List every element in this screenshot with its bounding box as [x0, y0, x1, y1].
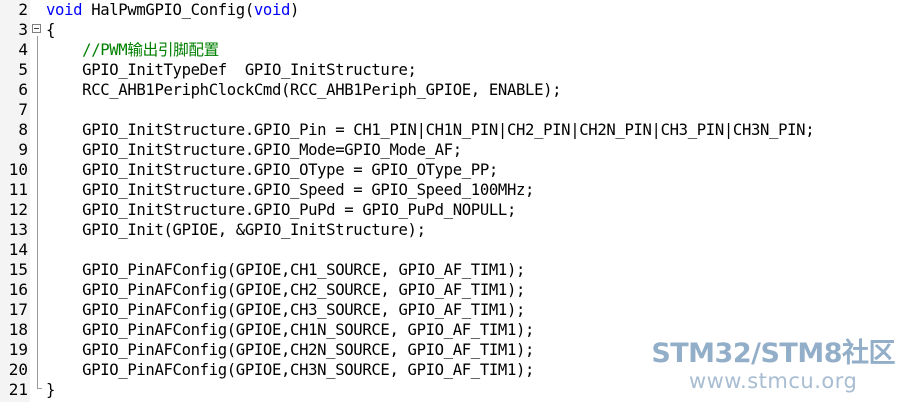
code-token: {	[46, 21, 56, 39]
code-line[interactable]: 3{	[0, 20, 901, 40]
code-token: }	[46, 381, 56, 399]
code-token: GPIO_PinAFConfig(GPIOE,CH1N_SOURCE, GPIO…	[46, 321, 535, 339]
code-token: GPIO_InitStructure.GPIO_Speed = GPIO_Spe…	[46, 181, 535, 199]
code-line[interactable]: 8 GPIO_InitStructure.GPIO_Pin = CH1_PIN|…	[0, 120, 901, 140]
code-line[interactable]: 2 void HalPwmGPIO_Config(void)	[0, 0, 901, 20]
code-token: )	[290, 1, 300, 19]
line-number: 7	[18, 100, 28, 119]
code-text[interactable]: GPIO_InitStructure.GPIO_Pin = CH1_PIN|CH…	[46, 120, 814, 140]
line-number: 11	[8, 180, 28, 199]
line-number: 15	[8, 260, 28, 279]
code-text[interactable]: GPIO_InitStructure.GPIO_PuPd = GPIO_PuPd…	[46, 200, 516, 220]
watermark-title: STM32/STM8社区	[651, 338, 895, 369]
line-number: 12	[8, 200, 28, 219]
line-number: 20	[8, 360, 28, 379]
fold-guide-line	[37, 36, 38, 388]
line-number: 5	[18, 60, 28, 79]
line-number: 21	[8, 380, 28, 399]
line-number: 13	[8, 220, 28, 239]
site-watermark: STM32/STM8社区 www.stmcu.org	[651, 338, 895, 392]
code-token: GPIO_PinAFConfig(GPIOE,CH1_SOURCE, GPIO_…	[46, 261, 526, 279]
code-line[interactable]: 9 GPIO_InitStructure.GPIO_Mode=GPIO_Mode…	[0, 140, 901, 160]
collapse-minus-box-icon[interactable]	[32, 24, 41, 33]
code-text[interactable]: {	[46, 20, 55, 40]
code-line[interactable]: 14	[0, 240, 901, 260]
line-number: 3	[18, 20, 28, 39]
line-number-gutter	[0, 0, 30, 402]
keyword-token: void	[253, 1, 291, 19]
code-text[interactable]: GPIO_PinAFConfig(GPIOE,CH3_SOURCE, GPIO_…	[46, 300, 525, 320]
line-number: 8	[18, 120, 28, 139]
line-number: 19	[8, 340, 28, 359]
code-text[interactable]: GPIO_InitTypeDef GPIO_InitStructure;	[46, 60, 417, 80]
code-token: GPIO_PinAFConfig(GPIOE,CH3N_SOURCE, GPIO…	[46, 361, 535, 379]
code-line[interactable]: 19 GPIO_PinAFConfig(GPIOE,CH2N_SOURCE, G…	[0, 340, 901, 360]
code-text[interactable]: GPIO_InitStructure.GPIO_Speed = GPIO_Spe…	[46, 180, 534, 200]
code-token: GPIO_PinAFConfig(GPIOE,CH2_SOURCE, GPIO_…	[46, 281, 526, 299]
line-number: 6	[18, 80, 28, 99]
watermark-url: www.stmcu.org	[688, 369, 858, 393]
line-number: 4	[18, 40, 28, 59]
code-text[interactable]: RCC_AHB1PeriphClockCmd(RCC_AHB1Periph_GP…	[46, 80, 561, 100]
line-number: 10	[8, 160, 28, 179]
code-line[interactable]: 10 GPIO_InitStructure.GPIO_OType = GPIO_…	[0, 160, 901, 180]
code-token: HalPwmGPIO_Config(	[82, 1, 254, 19]
code-line[interactable]: 16 GPIO_PinAFConfig(GPIOE,CH2_SOURCE, GP…	[0, 280, 901, 300]
fold-guide-end	[37, 388, 42, 389]
code-text[interactable]: GPIO_PinAFConfig(GPIOE,CH1N_SOURCE, GPIO…	[46, 320, 534, 340]
comment-token: //PWM输出引脚配置	[46, 41, 219, 59]
code-line[interactable]: 7	[0, 100, 901, 120]
code-token: GPIO_InitTypeDef GPIO_InitStructure;	[46, 61, 417, 79]
code-token: GPIO_Init(GPIOE, &GPIO_InitStructure);	[46, 221, 426, 239]
code-text[interactable]: void HalPwmGPIO_Config(void)	[46, 0, 299, 20]
keyword-token: void	[46, 1, 83, 19]
code-token: GPIO_InitStructure.GPIO_Pin = CH1_PIN|CH…	[46, 121, 815, 139]
code-text[interactable]: GPIO_InitStructure.GPIO_Mode=GPIO_Mode_A…	[46, 140, 462, 160]
code-token: GPIO_InitStructure.GPIO_Mode=GPIO_Mode_A…	[46, 141, 462, 159]
line-number: 9	[18, 140, 28, 159]
code-token: RCC_AHB1PeriphClockCmd(RCC_AHB1Periph_GP…	[46, 81, 562, 99]
code-text[interactable]: GPIO_PinAFConfig(GPIOE,CH2_SOURCE, GPIO_…	[46, 280, 525, 300]
code-line[interactable]: 13 GPIO_Init(GPIOE, &GPIO_InitStructure)…	[0, 220, 901, 240]
code-token: GPIO_PinAFConfig(GPIOE,CH2N_SOURCE, GPIO…	[46, 341, 535, 359]
line-number: 16	[8, 280, 28, 299]
code-line[interactable]: 21}	[0, 380, 901, 400]
code-text[interactable]: //PWM输出引脚配置	[46, 40, 219, 60]
code-text[interactable]: GPIO_InitStructure.GPIO_OType = GPIO_OTy…	[46, 160, 498, 180]
code-token: GPIO_InitStructure.GPIO_PuPd = GPIO_PuPd…	[46, 201, 516, 219]
code-line[interactable]: 11 GPIO_InitStructure.GPIO_Speed = GPIO_…	[0, 180, 901, 200]
code-line[interactable]: 20 GPIO_PinAFConfig(GPIOE,CH3N_SOURCE, G…	[0, 360, 901, 380]
code-text[interactable]: GPIO_PinAFConfig(GPIOE,CH2N_SOURCE, GPIO…	[46, 340, 534, 360]
code-line[interactable]: 17 GPIO_PinAFConfig(GPIOE,CH3_SOURCE, GP…	[0, 300, 901, 320]
code-token: GPIO_PinAFConfig(GPIOE,CH3_SOURCE, GPIO_…	[46, 301, 526, 319]
code-line[interactable]: 5 GPIO_InitTypeDef GPIO_InitStructure;	[0, 60, 901, 80]
line-number: 17	[8, 300, 28, 319]
code-line[interactable]: 12 GPIO_InitStructure.GPIO_PuPd = GPIO_P…	[0, 200, 901, 220]
code-text[interactable]: GPIO_PinAFConfig(GPIOE,CH1_SOURCE, GPIO_…	[46, 260, 525, 280]
code-text[interactable]: }	[46, 380, 55, 400]
code-line[interactable]: 18 GPIO_PinAFConfig(GPIOE,CH1N_SOURCE, G…	[0, 320, 901, 340]
code-token: GPIO_InitStructure.GPIO_OType = GPIO_OTy…	[46, 161, 498, 179]
code-line[interactable]: 4 //PWM输出引脚配置	[0, 40, 901, 60]
line-number: 2	[18, 0, 28, 19]
code-text[interactable]: GPIO_Init(GPIOE, &GPIO_InitStructure);	[46, 220, 426, 240]
line-number: 14	[8, 240, 28, 259]
code-line[interactable]: 15 GPIO_PinAFConfig(GPIOE,CH1_SOURCE, GP…	[0, 260, 901, 280]
line-number: 18	[8, 320, 28, 339]
code-line[interactable]: 6 RCC_AHB1PeriphClockCmd(RCC_AHB1Periph_…	[0, 80, 901, 100]
code-text[interactable]: GPIO_PinAFConfig(GPIOE,CH3N_SOURCE, GPIO…	[46, 360, 534, 380]
